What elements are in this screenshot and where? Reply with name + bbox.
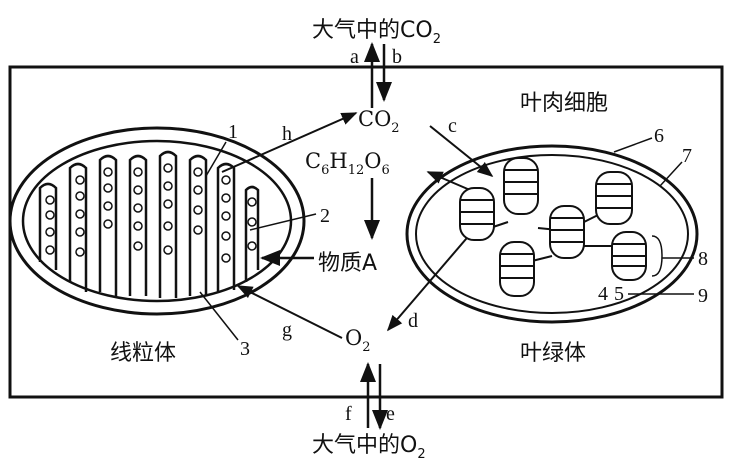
leader-6 <box>613 137 653 153</box>
part-label-3: 3 <box>240 338 250 360</box>
grana <box>459 157 647 297</box>
atm-o2-label: 大气中的O2 <box>312 433 426 462</box>
mito-inner-boundary <box>21 139 293 303</box>
part-label-6: 6 <box>654 125 664 147</box>
chloroplast-inner-membrane <box>415 154 689 314</box>
mitochondrion <box>8 126 306 316</box>
arrow-label-g: g <box>282 319 292 341</box>
co2-label: CO2 <box>358 107 400 136</box>
mito-particles <box>45 163 257 263</box>
mito-cristae <box>38 150 260 298</box>
part-label-5: 5 <box>614 283 624 305</box>
arrow-g <box>236 285 343 339</box>
o2-label: O2 <box>345 326 371 355</box>
part-label-1: 1 <box>228 121 238 143</box>
leader-3 <box>199 291 239 341</box>
arrow-label-f: f <box>345 403 352 425</box>
atm-co2-label: 大气中的CO2 <box>312 18 441 47</box>
substance-a-label: 物质A <box>318 251 377 276</box>
leader-7 <box>659 161 683 187</box>
chloroplast-outer-membrane <box>405 144 699 324</box>
mitochondrion-label: 线粒体 <box>110 341 176 366</box>
mesophyll-cell-label: 叶肉细胞 <box>520 91 608 116</box>
leader-2 <box>249 213 317 231</box>
arrow-label-e: e <box>386 403 395 425</box>
mito-outer-membrane <box>8 126 306 316</box>
part-label-7: 7 <box>682 145 692 167</box>
arrow-h <box>221 112 358 173</box>
glucose-formula: C6H12O6 <box>305 149 390 178</box>
bracket-8 <box>651 235 663 277</box>
chloroplast-label: 叶绿体 <box>520 341 586 366</box>
arrow-label-d: d <box>408 310 418 332</box>
part-label-4: 4 <box>598 283 608 305</box>
part-label-2: 2 <box>320 205 330 227</box>
part-label-8: 8 <box>698 248 708 270</box>
part-label-9: 9 <box>698 285 708 307</box>
leader-1 <box>205 141 227 177</box>
arrow-label-a: a <box>350 46 359 68</box>
arrow-c <box>429 125 494 178</box>
arrow-chloroplast-to-glucose <box>426 171 471 191</box>
arrow-label-c: c <box>448 115 457 137</box>
arrow-label-h: h <box>282 123 292 145</box>
chloroplast <box>405 144 699 324</box>
arrow-label-b: b <box>392 46 402 68</box>
